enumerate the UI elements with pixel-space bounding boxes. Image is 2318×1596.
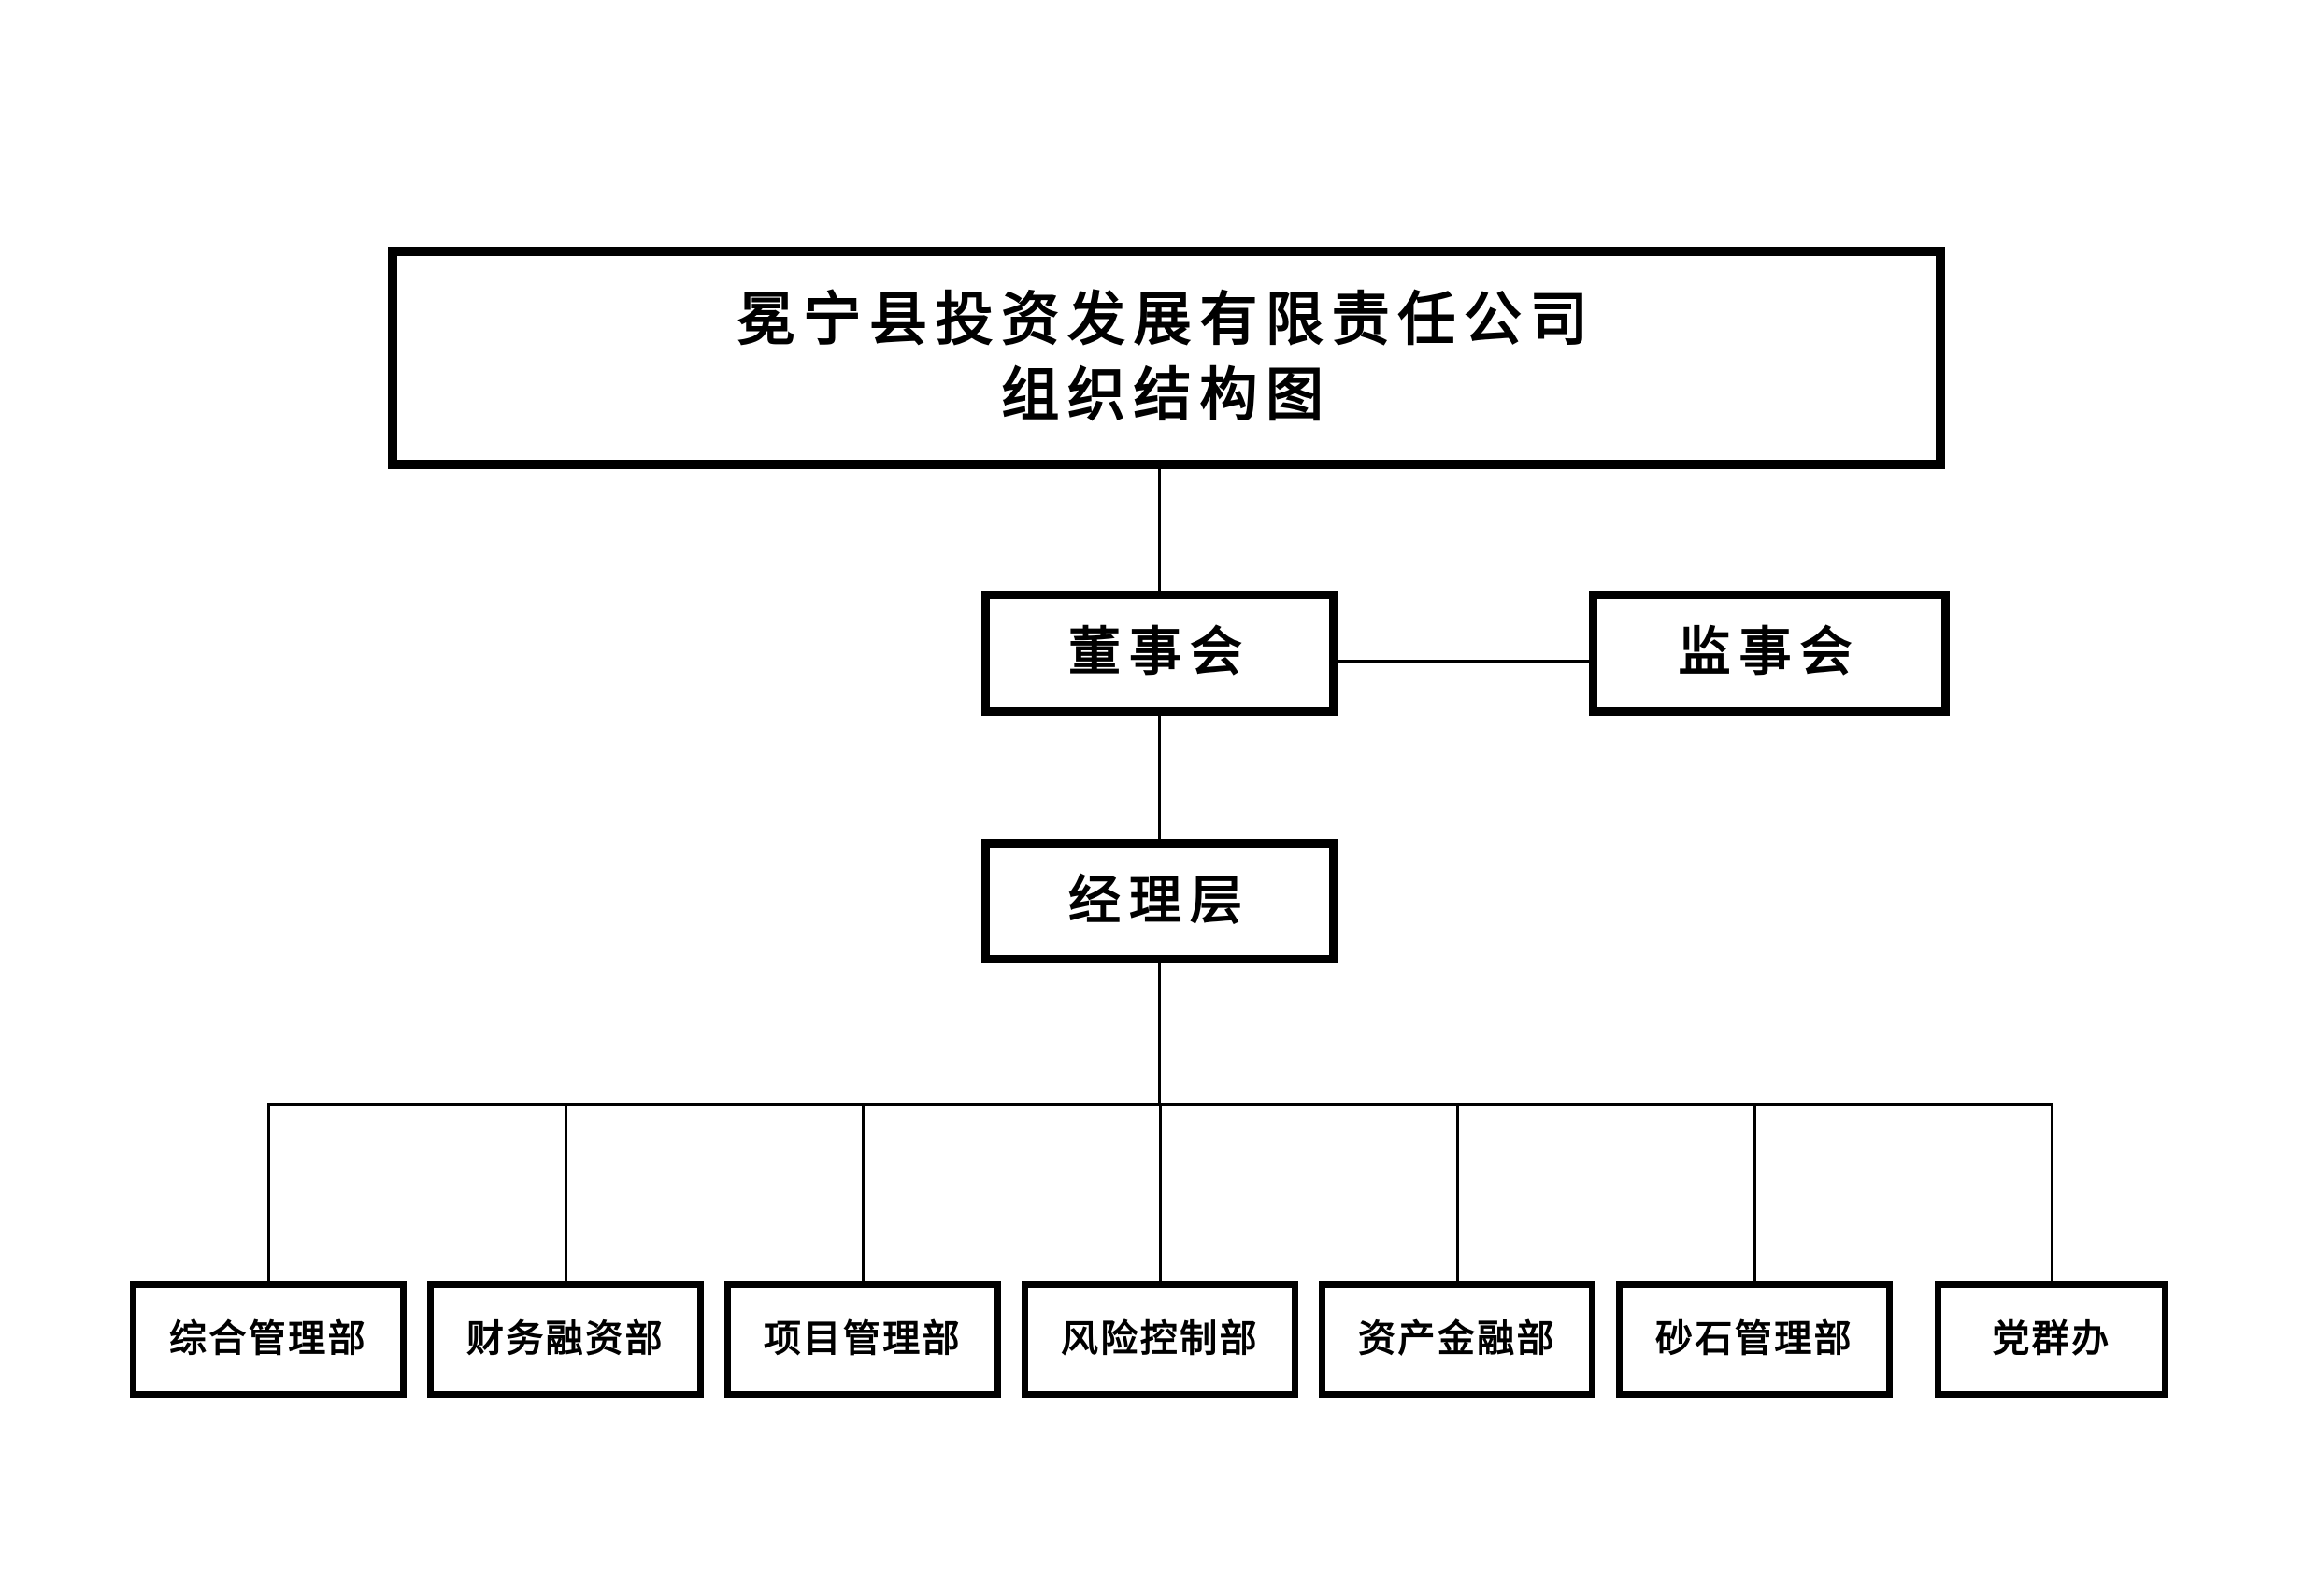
- connector-bus-to-department: [2051, 1103, 2053, 1281]
- org-node-department: 综合管理部: [130, 1281, 407, 1398]
- org-node-department: 项目管理部: [724, 1281, 1001, 1398]
- org-node-department: 风险控制部: [1022, 1281, 1298, 1398]
- org-node-root: 冕宁县投资发展有限责任公司 组织结构图: [388, 247, 1945, 469]
- connector-bus-to-department: [1159, 1103, 1162, 1281]
- org-node-management-layer: 经理层: [981, 839, 1338, 963]
- connector-board-to-supervisors: [1337, 660, 1590, 663]
- org-node-department: 财务融资部: [427, 1281, 704, 1398]
- connector-bus-to-department: [1753, 1103, 1756, 1281]
- org-node-board-of-supervisors: 监事会: [1589, 591, 1950, 716]
- connector-management-to-bus: [1158, 962, 1161, 1104]
- connector-board-to-management: [1158, 715, 1161, 841]
- connector-bus-to-department: [565, 1103, 567, 1281]
- org-node-board-of-directors: 董事会: [981, 591, 1338, 716]
- connector-bus-to-department: [267, 1103, 270, 1281]
- connector-bus-to-department: [1456, 1103, 1459, 1281]
- org-node-department: 砂石管理部: [1616, 1281, 1893, 1398]
- org-node-department: 党群办: [1935, 1281, 2168, 1398]
- connector-bus-to-department: [862, 1103, 865, 1281]
- connector-root-to-board: [1158, 469, 1161, 592]
- org-node-department: 资产金融部: [1319, 1281, 1595, 1398]
